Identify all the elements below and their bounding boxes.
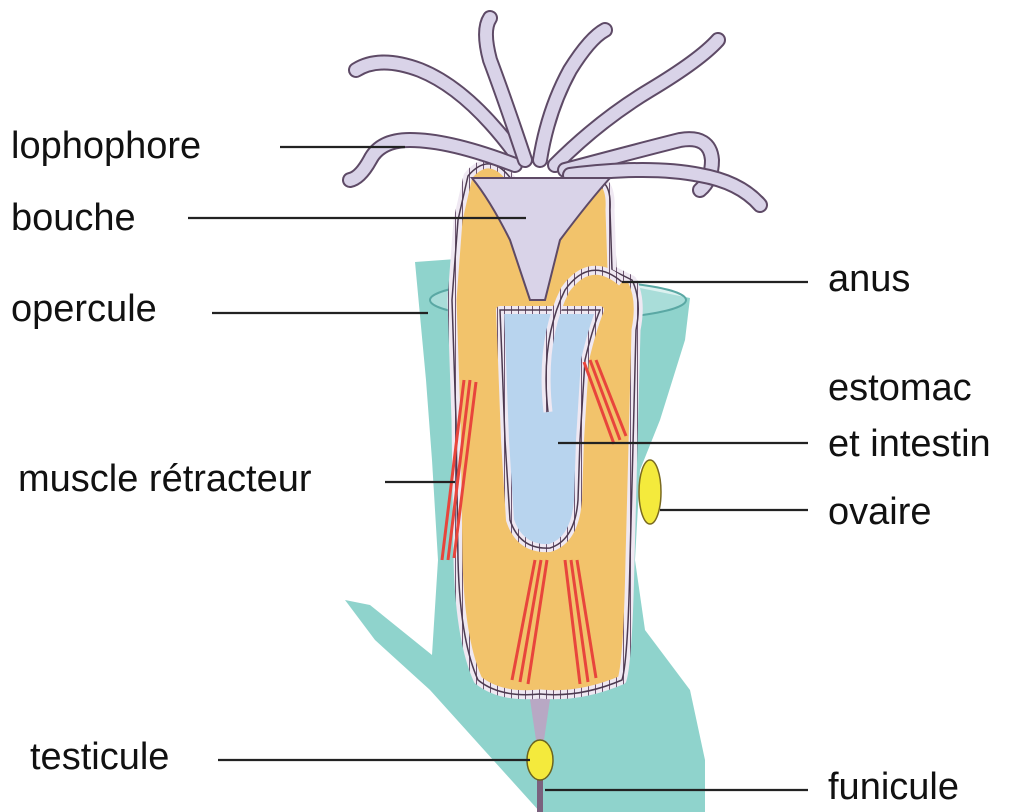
label-lophophore: lophophore: [11, 124, 201, 168]
label-estomac: estomac: [828, 366, 972, 410]
lophophore-tentacles: [350, 18, 760, 205]
label-intestin: et intestin: [828, 422, 991, 466]
label-funicule: funicule: [828, 765, 959, 809]
label-muscle-retracteur: muscle rétracteur: [18, 457, 312, 501]
label-ovaire: ovaire: [828, 490, 932, 534]
label-bouche: bouche: [11, 196, 136, 240]
label-anus: anus: [828, 257, 910, 301]
label-opercule: opercule: [11, 287, 157, 331]
testis: [527, 740, 553, 780]
ovary: [639, 460, 661, 524]
label-testicule: testicule: [30, 735, 169, 779]
